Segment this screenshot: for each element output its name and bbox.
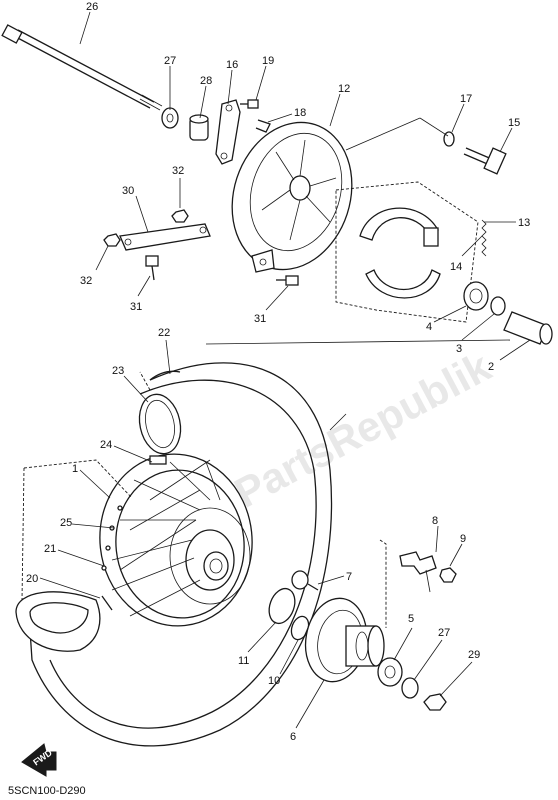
balance-weight-24	[149, 455, 167, 465]
callout-8: 8	[432, 515, 438, 527]
callout-15: 15	[508, 117, 520, 129]
callout-3: 3	[456, 343, 462, 355]
callout-22: 22	[158, 327, 170, 339]
spacer-collar-2	[503, 311, 553, 345]
camshaft-15	[463, 147, 507, 175]
bolt-31-left	[145, 255, 159, 281]
fwd-arrow-icon: FWD	[21, 743, 57, 777]
callout-31-left: 31	[130, 301, 142, 313]
lock-washer-8	[379, 539, 437, 628]
callout-14: 14	[450, 261, 462, 273]
leader-lines-upper	[79, 11, 531, 361]
callout-20: 20	[26, 573, 38, 585]
nut-32-top	[171, 209, 189, 223]
bolt-31-right	[276, 275, 299, 286]
callout-labels: 26 27 28 16 19 18 12 17 15 32 30 32 31 3…	[26, 1, 530, 743]
leader-lines-lower	[39, 339, 473, 729]
bearing-4	[463, 281, 489, 311]
assembly-dash-lines	[21, 339, 511, 601]
diagram-code: 5SCN100-D290	[8, 785, 86, 797]
rear-axle	[1, 24, 163, 111]
callout-31-right: 31	[254, 313, 266, 325]
callout-17: 17	[460, 93, 472, 105]
callout-5: 5	[408, 613, 414, 625]
callout-2: 2	[488, 361, 494, 373]
nut-9	[439, 567, 457, 583]
callout-1: 1	[72, 463, 78, 475]
callout-4: 4	[426, 321, 432, 333]
brake-arm-16	[215, 99, 241, 165]
brake-shoe-plate-12	[231, 121, 353, 273]
bolt-19	[240, 99, 259, 109]
washer-27	[161, 107, 179, 129]
callout-26: 26	[86, 1, 98, 13]
callout-12: 12	[338, 83, 350, 95]
bearing-5	[377, 657, 403, 687]
valve-20	[101, 595, 113, 611]
callout-18: 18	[294, 107, 306, 119]
callout-6: 6	[290, 731, 296, 743]
callout-13: 13	[518, 217, 530, 229]
collar-28	[189, 114, 209, 141]
callout-30: 30	[122, 185, 134, 197]
clutch-hub-6	[304, 597, 385, 683]
callout-25: 25	[60, 517, 72, 529]
callout-24: 24	[100, 439, 112, 451]
bolt-7	[291, 570, 319, 591]
rim-and-spokes	[99, 453, 253, 627]
callout-29: 29	[468, 649, 480, 661]
callout-10: 10	[268, 675, 280, 687]
callout-23: 23	[112, 365, 124, 377]
watermark: PartsRepublik	[227, 342, 499, 516]
callout-28: 28	[200, 75, 212, 87]
brake-shoes-14	[359, 207, 487, 299]
callout-19: 19	[262, 55, 274, 67]
nut-29	[423, 693, 447, 711]
oil-seal-3	[490, 296, 506, 316]
callout-32-left: 32	[80, 275, 92, 287]
spoke-nipples-21	[101, 505, 123, 571]
nut-32-left	[103, 233, 121, 247]
rim-band-23	[138, 393, 182, 455]
callout-9: 9	[460, 533, 466, 545]
clip-18	[255, 119, 271, 133]
callout-7: 7	[346, 571, 352, 583]
callout-27-lower: 27	[438, 627, 450, 639]
callout-27: 27	[164, 55, 176, 67]
callout-21: 21	[44, 543, 56, 555]
brake-shoe-group-13	[335, 181, 479, 323]
o-ring-11	[268, 587, 296, 625]
tension-bar-30	[119, 223, 211, 251]
callout-11: 11	[238, 655, 249, 667]
callout-16: 16	[226, 59, 238, 71]
oil-seal-27	[401, 677, 419, 699]
callout-32-top: 32	[172, 165, 184, 177]
